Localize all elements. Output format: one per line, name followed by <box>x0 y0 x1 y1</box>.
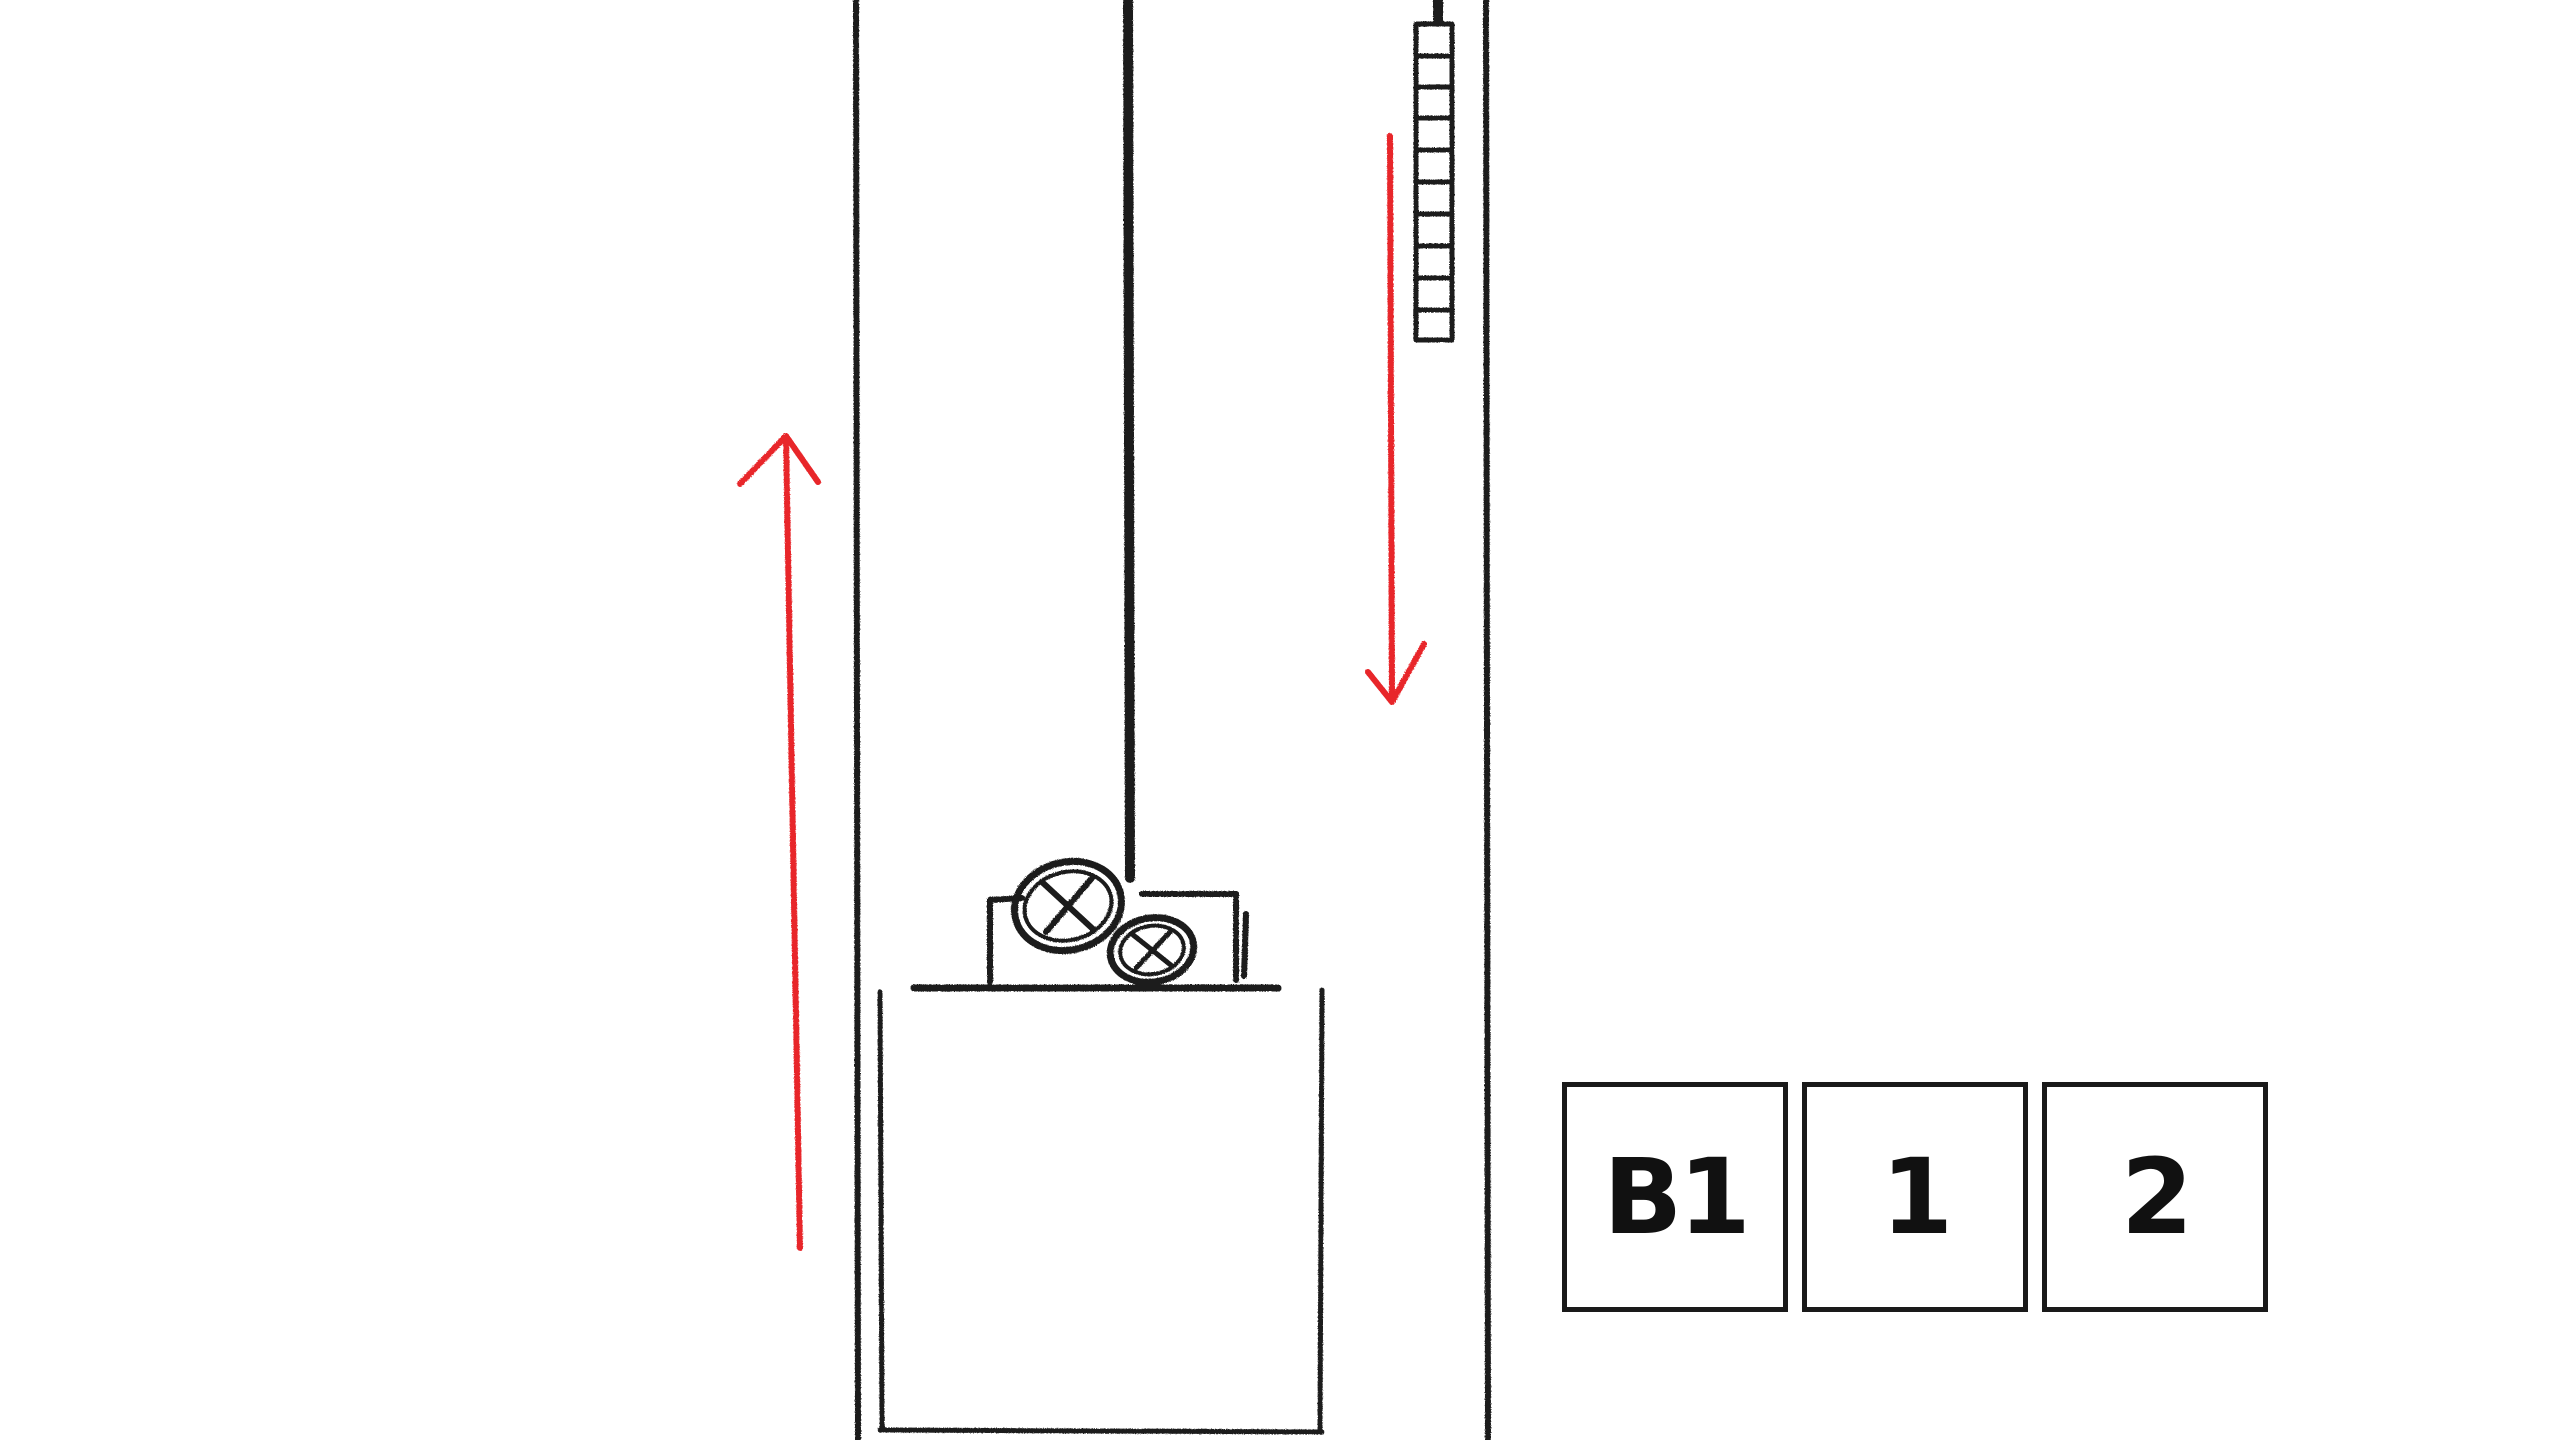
pulley-bracket <box>987 891 1249 985</box>
shaft-left-wall <box>853 0 861 1440</box>
pulley-wheel-small <box>1106 914 1198 986</box>
down-arrow <box>1365 133 1427 705</box>
elevator-cable <box>1123 0 1135 883</box>
floor-button-2[interactable]: 2 <box>2042 1082 2268 1312</box>
floor-button-1[interactable]: 1 <box>1802 1082 2028 1312</box>
pulley-wheel-large <box>1011 857 1125 955</box>
floor-button-b1[interactable]: B1 <box>1562 1082 1788 1312</box>
counterweight <box>1413 21 1455 343</box>
shaft-right-wall <box>1483 0 1491 1440</box>
elevator-car <box>877 987 1325 1435</box>
floor-button-panel: B1 1 2 <box>1562 1082 2270 1316</box>
elevator-shaft <box>853 0 1491 1440</box>
up-arrow <box>737 433 821 1251</box>
